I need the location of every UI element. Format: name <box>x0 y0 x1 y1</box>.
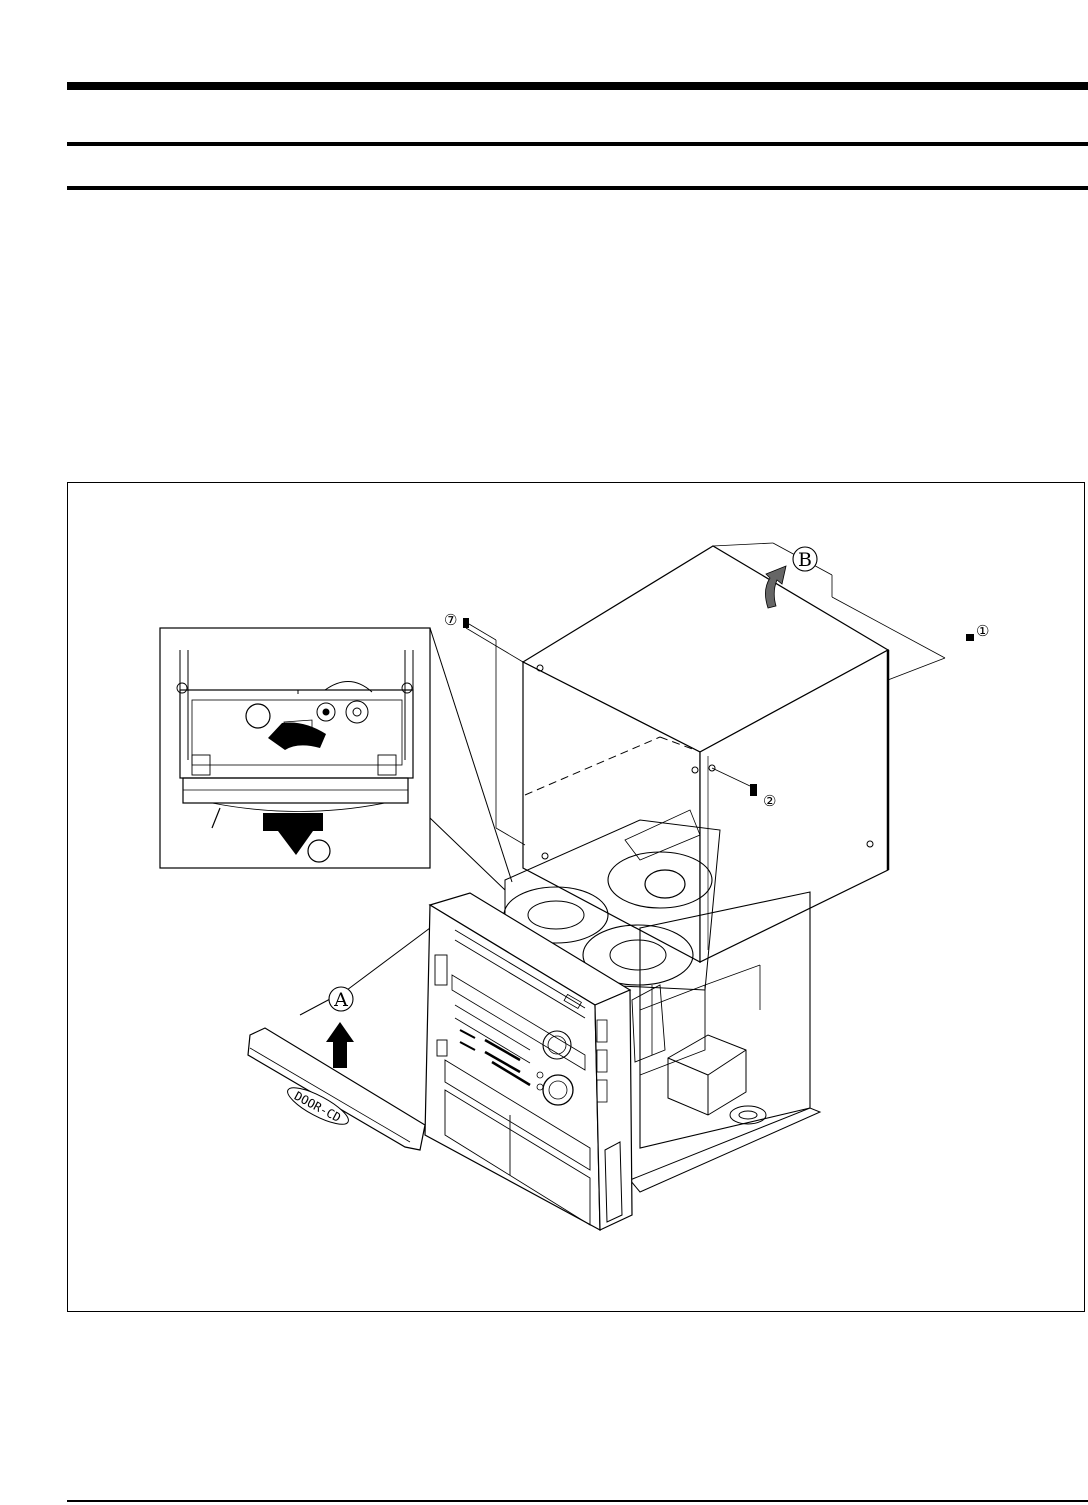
callout-screw-7: ⑦ <box>444 611 457 629</box>
top-cover <box>523 546 888 962</box>
lift-arrow-a: A <box>326 987 354 1068</box>
front-panel <box>425 893 665 1230</box>
callout-screw-2: ② <box>763 792 776 810</box>
callout-a: A <box>333 989 348 1011</box>
footer-rule <box>67 1500 1088 1502</box>
callout-screw-1: ① <box>976 622 989 640</box>
callout-b: B <box>798 549 812 571</box>
inset-detail <box>160 628 430 868</box>
screw-7: ⑦ <box>444 611 525 845</box>
screw-1: ① <box>966 622 989 641</box>
